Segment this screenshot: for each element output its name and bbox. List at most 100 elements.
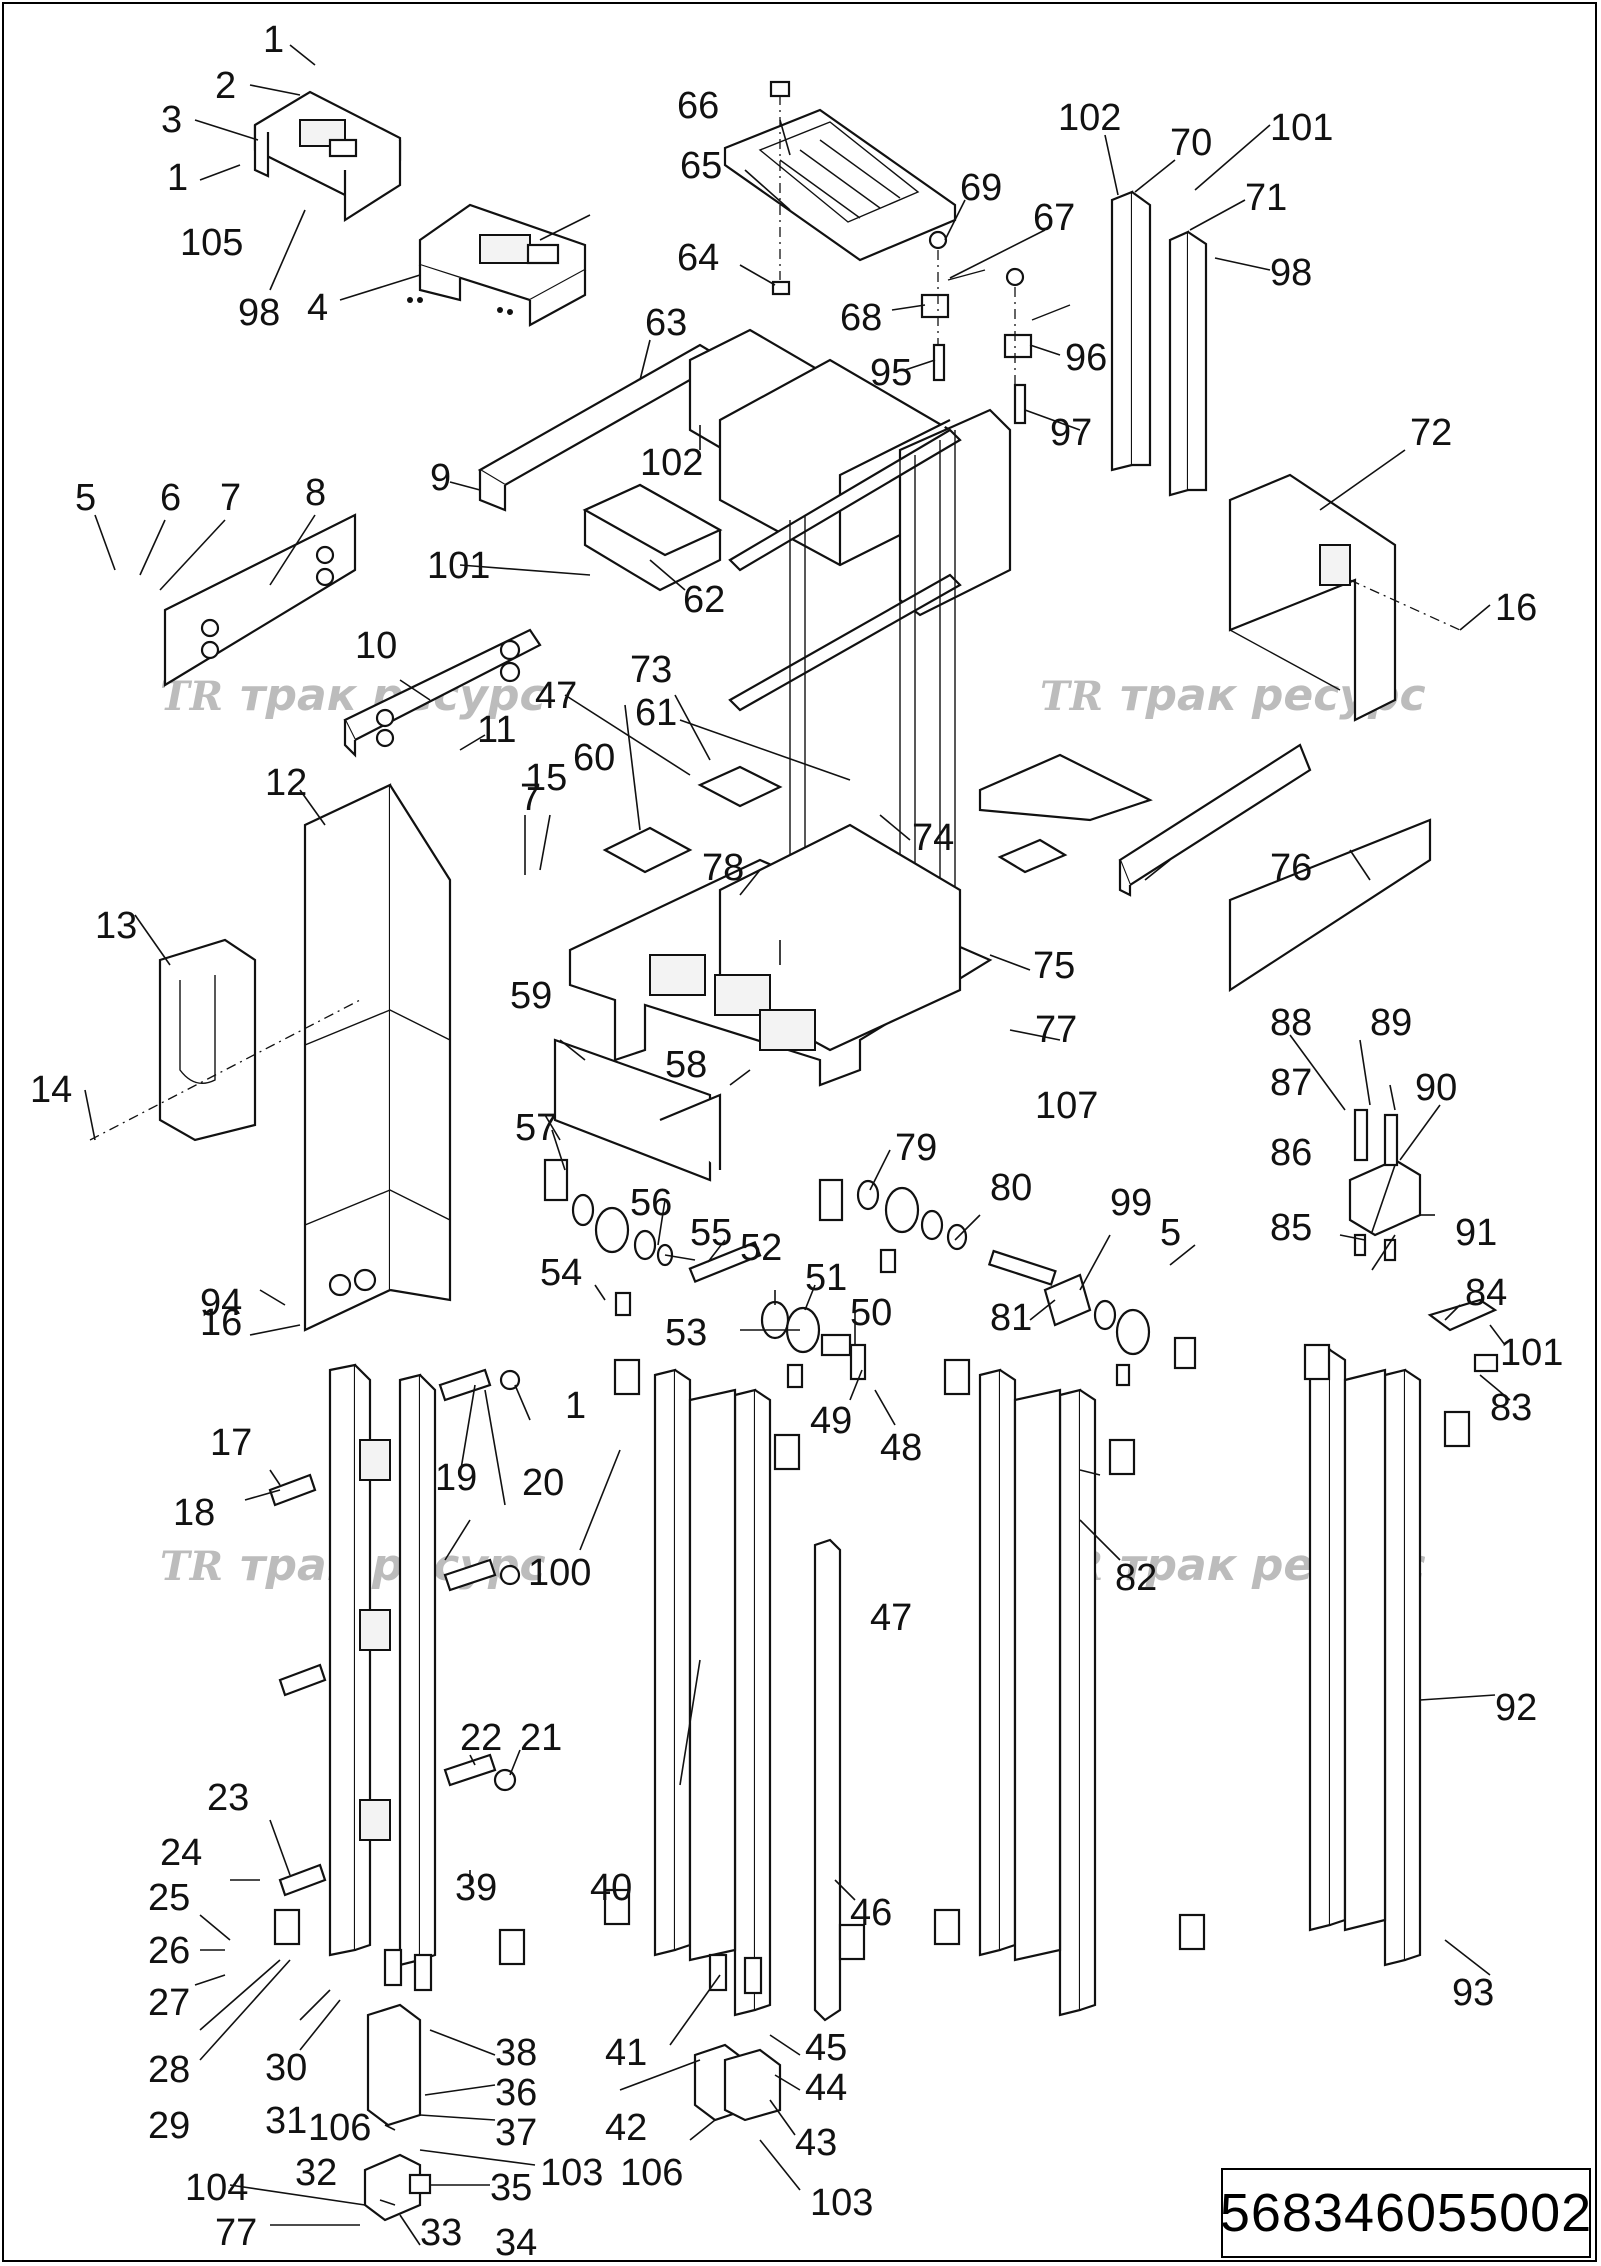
plates-17-23 bbox=[268, 1368, 521, 1897]
callout-98: 98 bbox=[1270, 252, 1312, 294]
callout-31: 31 bbox=[265, 2100, 307, 2142]
callout-6: 6 bbox=[160, 477, 181, 519]
plate-62 bbox=[582, 483, 723, 557]
callout-82: 82 bbox=[1115, 1557, 1157, 1599]
callout-20: 20 bbox=[522, 1462, 564, 1504]
callout-7: 7 bbox=[220, 477, 241, 519]
callout-73: 73 bbox=[630, 649, 672, 691]
callout-48: 48 bbox=[880, 1427, 922, 1469]
callout-7: 7 bbox=[520, 777, 541, 819]
callout-16: 16 bbox=[200, 1302, 242, 1344]
callout-103: 103 bbox=[810, 2182, 873, 2224]
shaft-rollers-left bbox=[543, 1158, 867, 1389]
callout-22: 22 bbox=[460, 1717, 502, 1759]
callout-44: 44 bbox=[805, 2067, 847, 2109]
callout-4: 4 bbox=[307, 287, 328, 329]
callout-99: 99 bbox=[1110, 1182, 1152, 1224]
callout-40: 40 bbox=[590, 1867, 632, 1909]
callout-102: 102 bbox=[640, 442, 703, 484]
callout-96: 96 bbox=[1065, 337, 1107, 379]
callout-97: 97 bbox=[1050, 412, 1092, 454]
callout-66: 66 bbox=[677, 85, 719, 127]
callout-87: 87 bbox=[1270, 1062, 1312, 1104]
callout-49: 49 bbox=[810, 1400, 852, 1442]
callout-101: 101 bbox=[1500, 1332, 1563, 1374]
shaft-rollers-right bbox=[818, 1178, 1197, 1387]
callout-67: 67 bbox=[1033, 197, 1075, 239]
callout-13: 13 bbox=[95, 905, 137, 947]
cover-13 bbox=[89, 938, 361, 1142]
callout-85: 85 bbox=[1270, 1207, 1312, 1249]
callout-71: 71 bbox=[1245, 177, 1287, 219]
callout-54: 54 bbox=[540, 1252, 582, 1294]
callout-30: 30 bbox=[265, 2047, 307, 2089]
bracket-91 bbox=[1348, 1108, 1422, 1262]
callout-100: 100 bbox=[528, 1552, 591, 1594]
callout-81: 81 bbox=[990, 1297, 1032, 1339]
callout-103: 103 bbox=[540, 2152, 603, 2194]
callout-47: 47 bbox=[535, 675, 577, 717]
bottom-bracket-left bbox=[363, 1948, 433, 2222]
callout-61: 61 bbox=[635, 692, 677, 734]
callout-47: 47 bbox=[870, 1597, 912, 1639]
callout-labels: 1 2 3 1 105 98 4 66 65 64 69 67 68 96 95… bbox=[30, 19, 1563, 2264]
guide-blocks bbox=[273, 1343, 1471, 1966]
callout-23: 23 bbox=[207, 1777, 249, 1819]
watermark-text: трак ресурс bbox=[240, 1540, 546, 1591]
callout-63: 63 bbox=[645, 302, 687, 344]
rail-76 bbox=[978, 743, 1432, 993]
callout-106: 106 bbox=[308, 2107, 371, 2149]
callout-68: 68 bbox=[840, 297, 882, 339]
callout-3: 3 bbox=[161, 99, 182, 141]
lower-cover-4 bbox=[407, 203, 587, 327]
callout-1: 1 bbox=[263, 19, 284, 61]
callout-10: 10 bbox=[355, 625, 397, 667]
callout-36: 36 bbox=[495, 2072, 537, 2114]
side-cover-72 bbox=[1228, 473, 1461, 722]
bottom-bracket-middle bbox=[693, 1953, 782, 2122]
callout-25: 25 bbox=[148, 1877, 190, 1919]
callout-21: 21 bbox=[520, 1717, 562, 1759]
callout-1: 1 bbox=[565, 1385, 586, 1427]
callout-50: 50 bbox=[850, 1292, 892, 1334]
callout-75: 75 bbox=[1033, 945, 1075, 987]
callout-8: 8 bbox=[305, 472, 326, 514]
callout-38: 38 bbox=[495, 2032, 537, 2074]
callout-35: 35 bbox=[490, 2167, 532, 2209]
callout-14: 14 bbox=[30, 1069, 72, 1111]
callout-2: 2 bbox=[215, 65, 236, 107]
callout-95: 95 bbox=[870, 352, 912, 394]
mast-section-40 bbox=[653, 1368, 772, 2017]
callout-51: 51 bbox=[805, 1257, 847, 1299]
callout-78: 78 bbox=[702, 847, 744, 889]
callout-1: 1 bbox=[167, 157, 188, 199]
callout-15: 15 bbox=[525, 757, 567, 799]
callout-34: 34 bbox=[495, 2222, 537, 2264]
watermark-logo: TR bbox=[1040, 673, 1103, 720]
callout-83: 83 bbox=[1490, 1387, 1532, 1429]
callout-33: 33 bbox=[420, 2212, 462, 2254]
callout-105: 105 bbox=[180, 222, 243, 264]
callout-18: 18 bbox=[173, 1492, 215, 1534]
callout-5: 5 bbox=[1160, 1212, 1181, 1254]
callout-28: 28 bbox=[148, 2049, 190, 2091]
callout-74: 74 bbox=[912, 817, 954, 859]
plate-59 bbox=[553, 1038, 722, 1182]
callout-62: 62 bbox=[683, 579, 725, 621]
callout-26: 26 bbox=[148, 1930, 190, 1972]
callout-80: 80 bbox=[990, 1167, 1032, 1209]
small-plates-60-61 bbox=[602, 765, 1068, 874]
callout-59: 59 bbox=[510, 975, 552, 1017]
callout-43: 43 bbox=[795, 2122, 837, 2164]
callout-98: 98 bbox=[238, 292, 280, 334]
column-12 bbox=[303, 783, 452, 1332]
callout-52: 52 bbox=[740, 1227, 782, 1269]
callout-106: 106 bbox=[620, 2152, 683, 2194]
callout-86: 86 bbox=[1270, 1132, 1312, 1174]
callout-19: 19 bbox=[435, 1457, 477, 1499]
callout-24: 24 bbox=[160, 1832, 202, 1874]
callout-41: 41 bbox=[605, 2032, 647, 2074]
